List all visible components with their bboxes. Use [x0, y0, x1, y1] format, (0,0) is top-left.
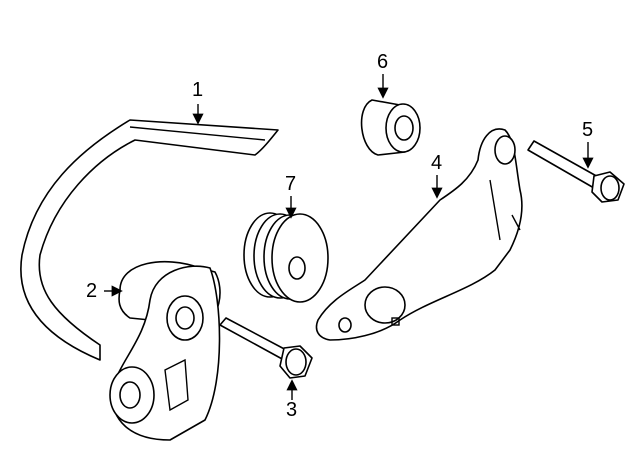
idler-pulley: [360, 99, 421, 156]
bracket-bolt: [527, 140, 625, 203]
belt: [20, 119, 279, 361]
callout-1: 1: [192, 79, 204, 101]
callout-7: 7: [285, 173, 297, 195]
bracket: [315, 128, 523, 341]
callout-4: 4: [431, 152, 443, 174]
callout-5: 5: [582, 119, 594, 141]
grooved-pulley: [243, 212, 329, 303]
callout-6: 6: [377, 51, 389, 73]
tensioner-bolt: [219, 317, 313, 379]
tensioner: [109, 261, 221, 441]
callout-2: 2: [86, 280, 98, 302]
callout-3: 3: [286, 399, 298, 421]
callout-leaders: [104, 74, 594, 400]
